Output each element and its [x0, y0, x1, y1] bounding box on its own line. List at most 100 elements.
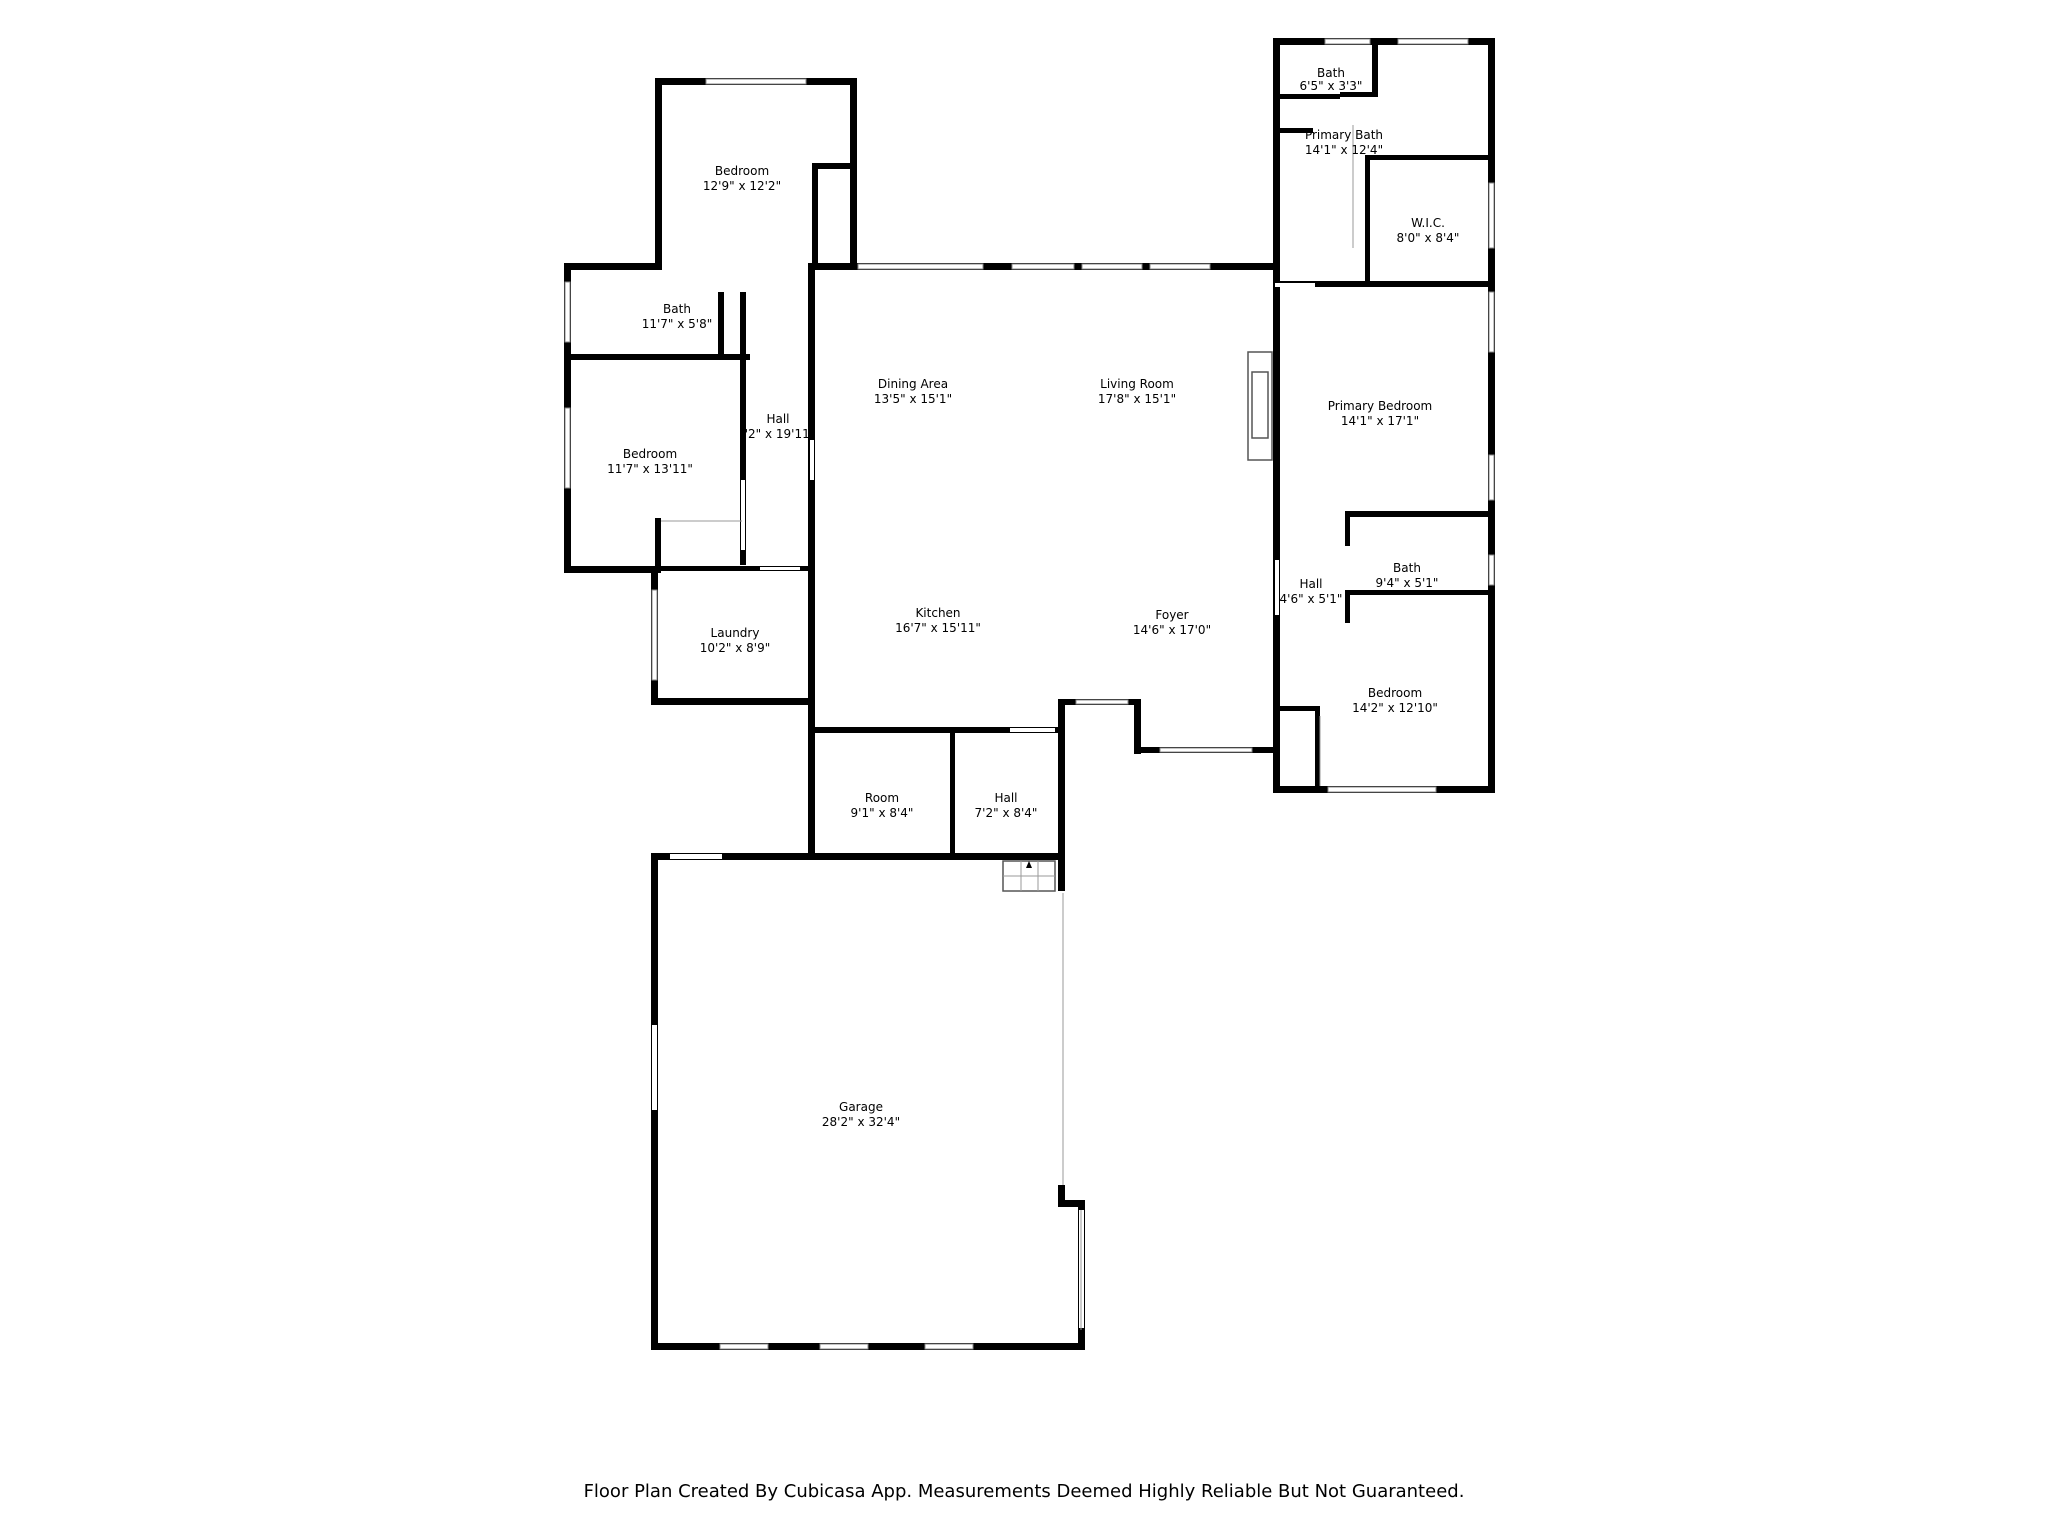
room-dims-hall-east: 4'6" x 5'1": [1280, 592, 1343, 606]
room-dims-foyer: 14'6" x 17'0": [1133, 623, 1211, 637]
window: [1397, 38, 1469, 45]
wall: [1345, 590, 1495, 595]
wall: [1273, 38, 1495, 45]
wall: [1345, 511, 1350, 546]
windows: [564, 38, 1495, 1350]
room-dims-primary-bedroom: 14'1" x 17'1": [1341, 414, 1419, 428]
room-dims-bedroom-nw: 12'9" x 12'2": [703, 179, 781, 193]
doorway: [1275, 283, 1315, 287]
room-name-kitchen: Kitchen: [915, 606, 960, 620]
wall: [1315, 706, 1320, 793]
wall: [1273, 38, 1280, 793]
wall: [1058, 1200, 1085, 1207]
doorway: [1010, 728, 1055, 732]
wall: [1488, 38, 1495, 793]
wall: [740, 292, 746, 565]
room-name-room: Room: [865, 791, 899, 805]
window: [651, 589, 658, 681]
wall: [651, 853, 1065, 860]
window: [705, 78, 807, 85]
room-dims-primary-bath: 14'1" x 12'4": [1305, 143, 1383, 157]
room-dims-living-room: 17'8" x 15'1": [1098, 392, 1176, 406]
wall: [808, 263, 815, 859]
wall: [656, 566, 811, 571]
window: [719, 1343, 769, 1350]
wall: [812, 163, 818, 270]
window: [564, 407, 571, 489]
doorway: [760, 567, 800, 570]
room-name-hall-west: Hall: [766, 412, 789, 426]
wall: [564, 263, 662, 270]
room-name-dining-area: Dining Area: [878, 377, 948, 391]
wall: [1058, 699, 1065, 891]
window: [1159, 747, 1253, 753]
wall: [655, 78, 662, 270]
room-name-laundry: Laundry: [711, 626, 760, 640]
doorway: [810, 440, 814, 480]
wall: [950, 729, 955, 859]
room-name-wic: W.I.C.: [1411, 216, 1445, 230]
fireplace: [1247, 351, 1273, 461]
wall: [1273, 128, 1313, 133]
window: [1011, 263, 1075, 270]
wall: [651, 698, 815, 705]
room-dims-bedroom-se: 14'2" x 12'10": [1352, 701, 1438, 715]
wall: [655, 518, 661, 573]
room-dims-dining-area: 13'5" x 15'1": [874, 392, 952, 406]
room-dims-hall-west: '2" x 19'11": [745, 427, 816, 441]
room-name-bath-east: Bath: [1393, 561, 1421, 575]
wall: [1273, 706, 1315, 711]
wall: [1365, 155, 1495, 160]
window: [564, 281, 571, 343]
room-dims-bath-ne: 6'5" x 3'3": [1300, 79, 1363, 93]
walls: [564, 38, 1495, 1350]
doorway: [745, 267, 805, 271]
window: [1075, 699, 1129, 705]
wall: [1134, 699, 1141, 754]
room-name-living-room: Living Room: [1100, 377, 1174, 391]
window: [1488, 291, 1495, 353]
window: [924, 1343, 974, 1350]
garage-steps: [1002, 860, 1056, 892]
wall: [1273, 281, 1495, 287]
room-dims-room: 9'1" x 8'4": [851, 806, 914, 820]
room-name-bath-ne: Bath: [1317, 66, 1345, 80]
room-dims-laundry: 10'2" x 8'9": [700, 641, 771, 655]
room-name-bedroom-west: Bedroom: [623, 447, 677, 461]
fireplace-hearth: [1251, 371, 1269, 439]
room-labels: Bedroom 12'9" x 12'2" Bath 11'7" x 5'8" …: [607, 66, 1459, 1129]
wall: [1345, 511, 1495, 517]
wall: [564, 354, 750, 360]
room-dims-bedroom-west: 11'7" x 13'11": [607, 462, 693, 476]
room-name-hall-east: Hall: [1299, 577, 1322, 591]
room-dims-garage: 28'2" x 32'4": [822, 1115, 900, 1129]
room-name-bath-west: Bath: [663, 302, 691, 316]
room-name-foyer: Foyer: [1155, 608, 1188, 622]
room-dims-bath-west: 11'7" x 5'8": [642, 317, 713, 331]
window: [857, 263, 984, 270]
room-dims-bath-east: 9'4" x 5'1": [1376, 576, 1439, 590]
window: [1488, 182, 1495, 249]
room-name-primary-bedroom: Primary Bedroom: [1328, 399, 1432, 413]
window: [819, 1343, 869, 1350]
wall: [1345, 590, 1350, 623]
wall: [1365, 155, 1370, 283]
footer-disclaimer: Floor Plan Created By Cubicasa App. Meas…: [583, 1481, 1465, 1502]
thin-lines: [661, 125, 1354, 1330]
doorway: [670, 854, 722, 859]
room-dims-wic: 8'0" x 8'4": [1397, 231, 1460, 245]
wall: [564, 566, 656, 573]
wall: [1372, 38, 1378, 96]
room-dims-hall-south: 7'2" x 8'4": [975, 806, 1038, 820]
wall: [1340, 92, 1378, 97]
window: [1081, 263, 1143, 270]
wall: [808, 727, 1058, 733]
window: [1327, 786, 1437, 793]
room-name-garage: Garage: [839, 1100, 883, 1114]
wall: [1273, 94, 1340, 99]
wall: [718, 292, 724, 356]
doorway: [1275, 560, 1279, 615]
room-name-primary-bath: Primary Bath: [1305, 128, 1383, 142]
room-name-bedroom-nw: Bedroom: [715, 164, 769, 178]
